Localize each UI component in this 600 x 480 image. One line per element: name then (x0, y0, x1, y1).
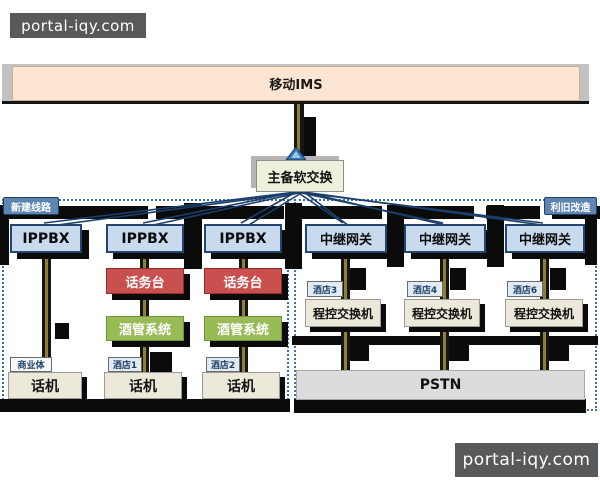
badge-hotel-4: 酒店4 (407, 281, 443, 297)
watermark-top: portal-iqy.com (10, 13, 146, 38)
connector-ims-softswitch (294, 104, 304, 160)
artifact-blob (349, 345, 369, 361)
watermark-bottom: portal-iqy.com (455, 443, 598, 477)
connector (440, 327, 449, 371)
badge-hotel-2: 酒店2 (206, 357, 240, 372)
artifact-strip (184, 203, 202, 269)
badge-hotel-1: 酒店1 (108, 357, 142, 372)
cluster-triangle-icon (286, 147, 306, 160)
node-trunk-gateway-3: 中继网关 (505, 224, 585, 253)
node-phone-3: 话机 (202, 372, 280, 399)
artifact-blob (449, 345, 469, 361)
connector (42, 253, 51, 372)
artifact-blob (549, 345, 569, 361)
node-operator-console-2: 话务台 (204, 268, 282, 294)
connector (140, 341, 149, 373)
connector (239, 253, 248, 270)
connector (239, 341, 248, 373)
node-ippbx-2: IPPBX (106, 224, 184, 253)
node-trunk-gateway-2: 中继网关 (404, 224, 486, 253)
artifact-band (300, 206, 382, 219)
node-pbx-3: 程控交换机 (505, 299, 583, 327)
connector (341, 253, 350, 300)
connector (341, 327, 350, 371)
node-phone-2: 话机 (104, 372, 182, 399)
artifact-blob (450, 268, 466, 290)
connector (540, 327, 549, 371)
group-tag-legacy: 利旧改造 (544, 197, 597, 215)
artifact-band (394, 206, 474, 219)
group-tag-new-lines: 新建线路 (3, 197, 59, 215)
node-trunk-gateway-1: 中继网关 (305, 224, 387, 253)
artifact-blob (350, 268, 366, 290)
connector (440, 253, 449, 300)
node-pbx-2: 程控交换机 (404, 299, 480, 327)
artifact-strip (285, 203, 302, 269)
artifact-strip (0, 205, 9, 265)
artifact-strip (387, 205, 404, 267)
node-softswitch: 主备软交换 (256, 160, 344, 192)
badge-hotel-6: 酒店6 (507, 281, 543, 297)
artifact-strip (487, 205, 504, 267)
node-hotel-mgmt-2: 酒管系统 (204, 316, 282, 341)
artifact-band (156, 206, 284, 219)
node-phone-1: 话机 (8, 372, 82, 399)
artifact-band-bottom (294, 399, 586, 413)
artifact-blob (55, 323, 69, 339)
artifact-blob (150, 352, 172, 378)
connector (140, 253, 149, 270)
node-hotel-mgmt-1: 酒管系统 (106, 316, 184, 341)
artifact-band-bottom (0, 399, 290, 412)
node-pstn: PSTN (296, 370, 585, 400)
node-pbx-1: 程控交换机 (305, 299, 381, 327)
connector (540, 253, 549, 300)
artifact-strip (585, 205, 597, 265)
badge-hotel-3: 酒店3 (307, 281, 343, 297)
connector (239, 294, 248, 317)
node-mobile-ims: 移动IMS (12, 66, 580, 101)
node-ippbx-1: IPPBX (10, 224, 82, 253)
node-ippbx-3: IPPBX (204, 224, 282, 253)
connector (140, 294, 149, 317)
artifact-blob (550, 268, 566, 290)
badge-commercial: 商业体 (10, 357, 52, 372)
node-operator-console-1: 话务台 (106, 268, 184, 294)
